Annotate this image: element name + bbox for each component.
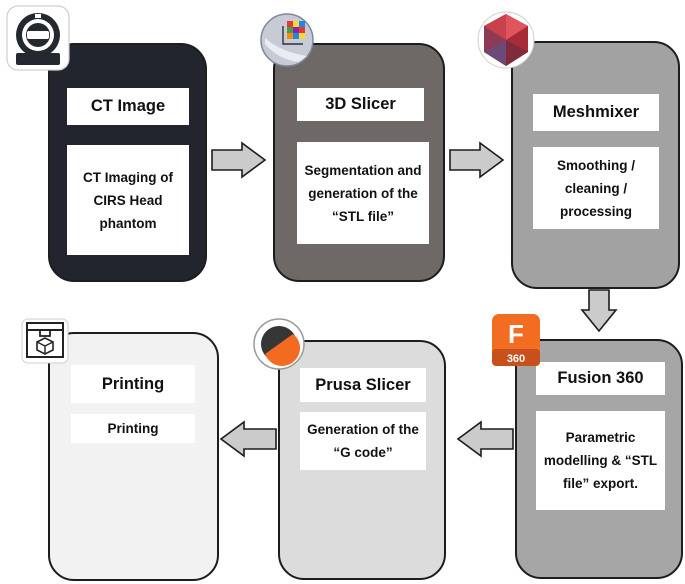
step-card-3d-slicer: 3D Slicer Segmentation and generation of… xyxy=(273,43,445,282)
arrow-shape xyxy=(211,141,267,179)
3d-slicer-logo-icon xyxy=(260,13,314,67)
step-card-ct-image: CT Image CT Imaging of CIRS Head phantom xyxy=(48,43,207,282)
prusa-slicer-logo-icon xyxy=(253,318,305,370)
flow-arrow-left xyxy=(456,420,514,458)
step-title-3d-slicer: 3D Slicer xyxy=(297,88,424,121)
step-description-3d-slicer: Segmentation and generation of the “STL … xyxy=(297,142,429,244)
3d-printer-icon xyxy=(21,318,69,364)
step-card-prusa-slicer: Prusa Slicer Generation of the “G code” xyxy=(278,340,446,580)
step-card-printing: Printing Printing xyxy=(48,332,219,581)
step-description-prusa-slicer: Generation of the “G code” xyxy=(300,412,426,470)
ct-scanner-icon xyxy=(6,5,70,71)
step-description-meshmixer: Smoothing / cleaning / processing xyxy=(533,147,659,229)
step-title-ct-image: CT Image xyxy=(67,88,189,125)
step-description-fusion-360: Parametric modelling & “STL file” export… xyxy=(536,411,665,510)
step-card-fusion-360: Fusion 360 Parametric modelling & “STL f… xyxy=(515,339,683,579)
step-title-prusa-slicer: Prusa Slicer xyxy=(300,368,426,402)
meshmixer-logo-icon xyxy=(477,11,535,69)
step-title-printing: Printing xyxy=(71,365,195,403)
step-description-ct-image: CT Imaging of CIRS Head phantom xyxy=(67,145,189,255)
svg-text:F: F xyxy=(508,319,524,349)
step-title-meshmixer: Meshmixer xyxy=(533,94,659,131)
svg-text:360: 360 xyxy=(507,353,525,365)
step-description-printing: Printing xyxy=(71,414,195,443)
arrow-shape xyxy=(456,420,514,458)
step-card-meshmixer: Meshmixer Smoothing / cleaning / process… xyxy=(511,41,680,289)
arrow-shape xyxy=(449,141,505,179)
fusion-360-logo-icon: F 360 xyxy=(492,314,540,366)
flow-arrow-left xyxy=(219,420,277,458)
arrow-shape xyxy=(219,420,277,458)
flow-arrow-right xyxy=(449,141,505,179)
arrow-shape xyxy=(580,289,618,333)
flow-arrow-right xyxy=(211,141,267,179)
step-title-fusion-360: Fusion 360 xyxy=(536,362,665,395)
flow-arrow-down xyxy=(580,289,618,333)
